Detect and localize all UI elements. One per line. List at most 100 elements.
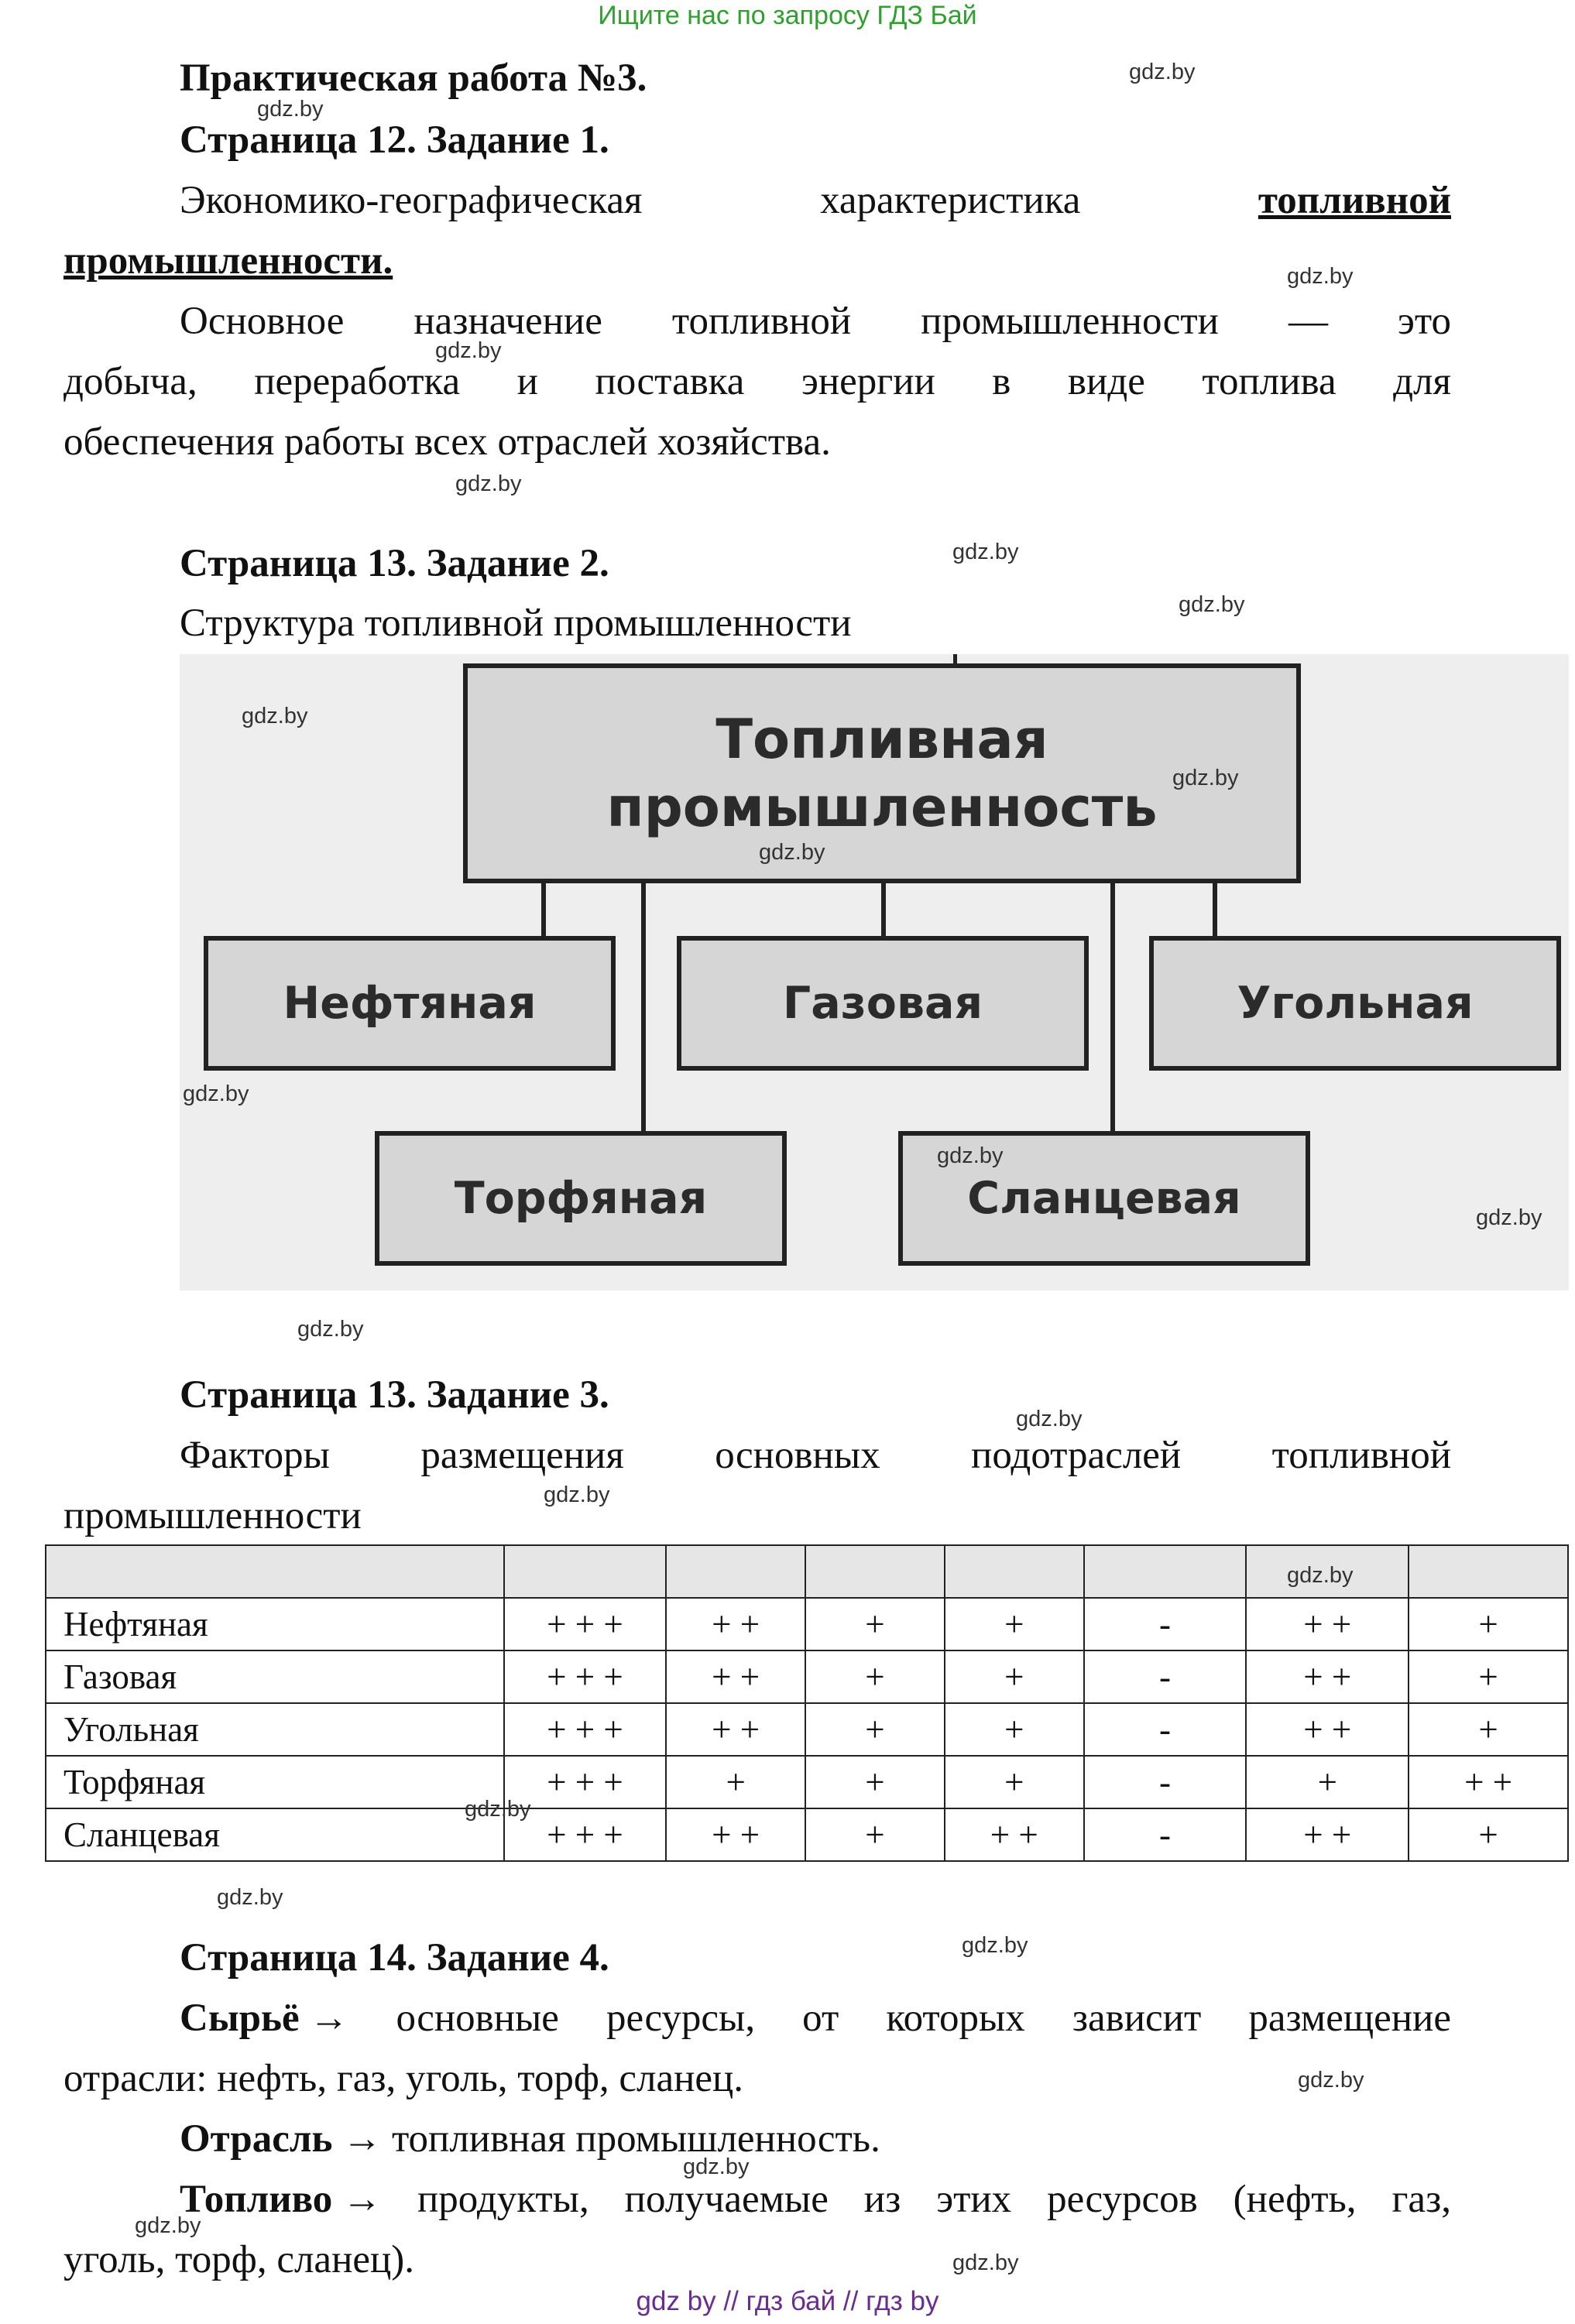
table-cell: + + <box>1245 1650 1410 1704</box>
table-cell: + <box>1408 1650 1569 1704</box>
term-branch: Отрасль → <box>180 2117 383 2161</box>
word: этих <box>936 2178 1012 2221</box>
top-banner: Ищите нас по запросу ГДЗ Бай <box>598 1 977 30</box>
table-cell: - <box>1083 1808 1247 1862</box>
word: характеристика <box>820 179 1081 222</box>
branch-text: топливная промышленность. <box>382 2117 880 2161</box>
word: основных <box>715 1434 880 1477</box>
word: добыча, <box>63 360 197 403</box>
box-shale: Сланцевая <box>898 1131 1310 1266</box>
table-cell: - <box>1083 1650 1247 1704</box>
word: газ, <box>1391 2178 1451 2221</box>
task-2-heading: Страница 13. Задание 2. <box>180 542 609 585</box>
table-cell: - <box>1083 1702 1247 1757</box>
table-cell: + + + <box>503 1755 667 1809</box>
purpose-line3: обеспечения работы всех отраслей хозяйст… <box>63 420 831 464</box>
word: от <box>802 1997 839 2040</box>
row-label: Сланцевая <box>45 1808 505 1862</box>
word: зависит <box>1072 1997 1202 2040</box>
purpose-line2: добыча, переработка и поставка энергии в… <box>63 358 1451 406</box>
underlined-term: топливной <box>1258 179 1451 222</box>
watermark: gdz.by <box>962 1933 1028 1958</box>
table-cell: - <box>1083 1755 1247 1809</box>
root-label: промышленность <box>606 776 1158 839</box>
watermark: gdz.by <box>759 840 825 865</box>
word: размещение <box>1248 1997 1451 2040</box>
connector-line <box>541 879 546 941</box>
word: в <box>992 360 1011 403</box>
table-row: Газовая + + + + + + + - + + + <box>45 1650 1569 1704</box>
connector-line <box>1213 879 1217 941</box>
watermark: gdz.by <box>435 338 502 363</box>
row-label: Угольная <box>45 1702 505 1757</box>
table-cell: + + <box>1245 1597 1410 1651</box>
word: размещения <box>420 1434 624 1477</box>
practical-work-title: Практическая работа №3. <box>180 57 647 100</box>
word: продукты, <box>417 2178 589 2221</box>
watermark: gdz.by <box>683 2154 750 2179</box>
table-cell: + <box>943 1702 1085 1757</box>
word: для <box>1393 360 1451 403</box>
box-label: Торфяная <box>454 1173 708 1224</box>
task-3-heading: Страница 13. Задание 3. <box>180 1373 609 1417</box>
root-label: Топливная <box>715 708 1048 771</box>
branch-line: Отрасль → топливная промышленность. <box>180 2115 880 2163</box>
watermark: gdz.by <box>1172 766 1239 790</box>
word: это <box>1397 300 1451 343</box>
table-cell: + <box>1408 1702 1569 1757</box>
table-cell: + + <box>665 1702 807 1757</box>
task-1-line1: Экономико-географическая характеристика … <box>180 177 1451 225</box>
table-header-cell <box>1408 1544 1569 1599</box>
fuel-industry-diagram: Топливная промышленность Нефтяная Газова… <box>180 654 1569 1291</box>
box-label: Газовая <box>782 978 983 1029</box>
table-cell: + <box>805 1755 945 1809</box>
word: которых <box>886 1997 1025 2040</box>
table-cell: + <box>1245 1755 1410 1809</box>
factors-table: Нефтяная + + + + + + + - + + + Газовая +… <box>45 1544 1569 1862</box>
word: подотраслей <box>971 1434 1182 1477</box>
box-oil: Нефтяная <box>204 936 616 1071</box>
table-header-cell <box>1245 1544 1410 1599</box>
table-cell: - <box>1083 1597 1247 1651</box>
diagram-caption: Структура топливной промышленности <box>180 602 852 645</box>
table-cell: + + + <box>503 1702 667 1757</box>
word: виде <box>1067 360 1145 403</box>
watermark: gdz.by <box>937 1143 1004 1168</box>
factors-intro-line2: промышленности <box>63 1494 362 1537</box>
connector-line <box>881 879 886 941</box>
table-cell: + <box>1408 1597 1569 1651</box>
task-4-heading: Страница 14. Задание 4. <box>180 1936 609 1980</box>
word: и <box>516 360 538 403</box>
word: основные <box>396 1997 559 2040</box>
table-cell: + + <box>943 1808 1085 1862</box>
row-label: Торфяная <box>45 1755 505 1809</box>
watermark: gdz.by <box>544 1482 610 1507</box>
table-row: Угольная + + + + + + + - + + + <box>45 1702 1569 1757</box>
table-cell: + + <box>1245 1808 1410 1862</box>
watermark: gdz.by <box>1179 592 1245 617</box>
table-row: Сланцевая + + + + + + + + - + + + <box>45 1808 1569 1862</box>
table-header-cell <box>503 1544 667 1599</box>
watermark: gdz.by <box>183 1081 249 1106</box>
watermark: gdz.by <box>1129 60 1196 84</box>
word: промышленности <box>921 300 1219 343</box>
word: Факторы <box>180 1434 330 1477</box>
table-cell: + <box>943 1650 1085 1704</box>
watermark: gdz.by <box>1016 1407 1083 1431</box>
table-cell: + <box>943 1597 1085 1651</box>
box-peat: Торфяная <box>375 1131 787 1266</box>
word: топливной <box>671 300 852 343</box>
word: ресурсы, <box>606 1997 756 2040</box>
watermark: gdz.by <box>952 540 1019 564</box>
word: Экономико-географическая <box>180 179 643 222</box>
watermark: gdz.by <box>297 1317 364 1342</box>
table-row: Нефтяная + + + + + + + - + + + <box>45 1597 1569 1651</box>
raw-material-line1: Сырьё → основные ресурсы, от которых зав… <box>180 1994 1451 2042</box>
term-raw-material: Сырьё → <box>180 1997 349 2040</box>
table-cell: + + + <box>503 1650 667 1704</box>
table-cell: + <box>1408 1808 1569 1862</box>
row-label: Нефтяная <box>45 1597 505 1651</box>
table-cell: + <box>943 1755 1085 1809</box>
factors-intro-line1: Факторы размещения основных подотраслей … <box>180 1431 1451 1479</box>
word: из <box>863 2178 901 2221</box>
